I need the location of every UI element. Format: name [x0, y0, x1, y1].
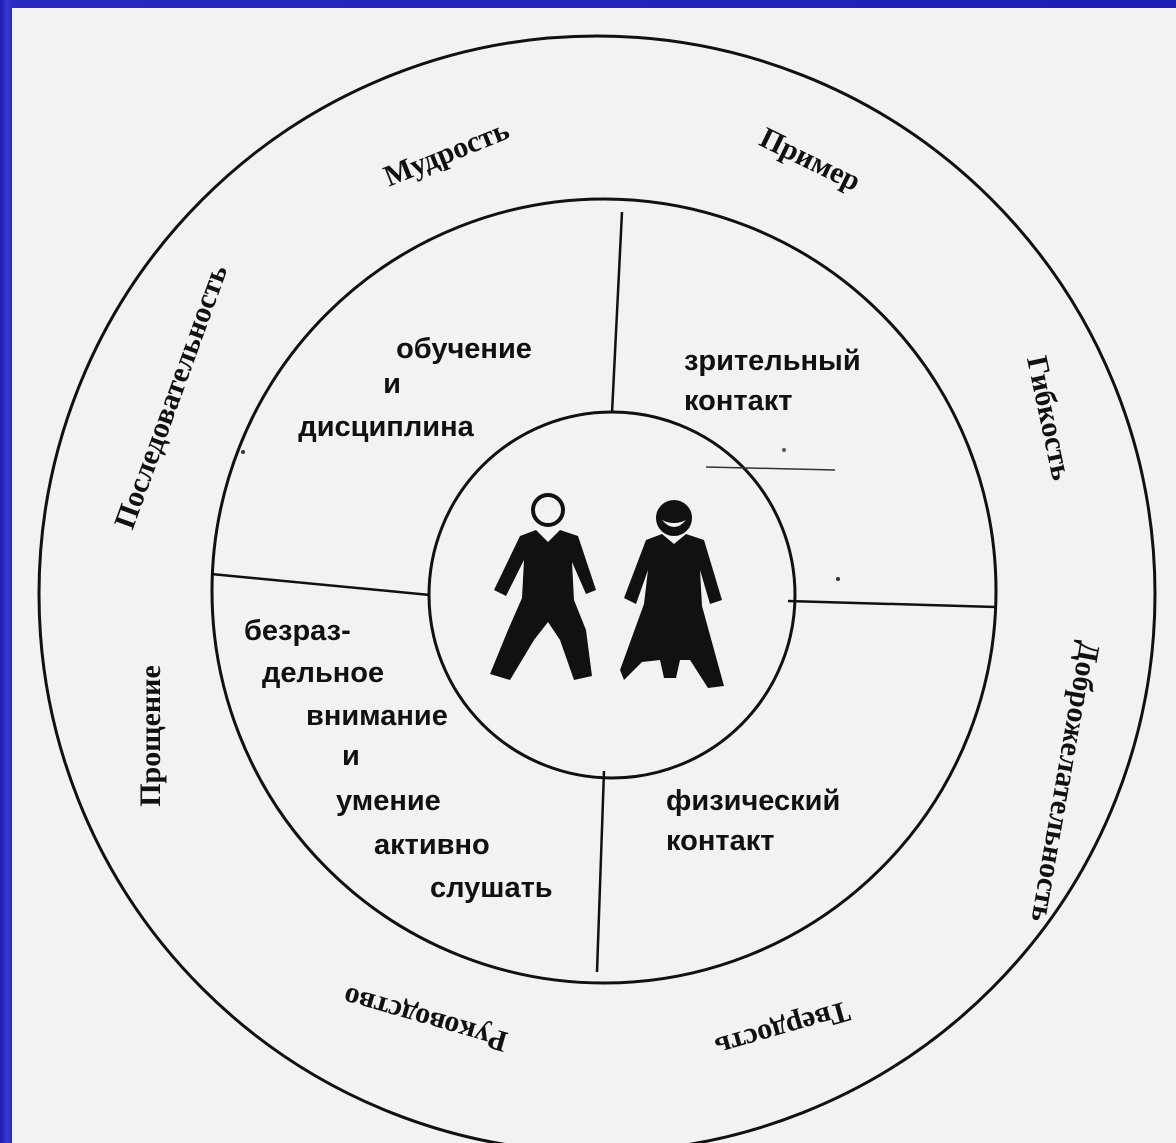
middle-circle [210, 197, 998, 985]
br-line-2: контакт [666, 825, 774, 857]
bl-line-1: безраз- [244, 615, 351, 647]
quadrant-top-right-text: зрительный контакт [684, 345, 861, 417]
girl-head [656, 500, 692, 536]
girl-face [662, 520, 686, 527]
tl-line-3: дисциплина [298, 411, 474, 443]
tr-line-1: зрительный [684, 345, 861, 377]
outer-circle [37, 34, 1157, 1143]
bl-line-3: внимание [306, 700, 448, 732]
tl-line-1: обучение [396, 333, 532, 365]
boy-body [490, 530, 596, 680]
word-gibkost: Гибкость [1020, 353, 1079, 483]
svg-text:Руководство: Руководство [340, 980, 511, 1058]
br-line-1: физический [666, 785, 840, 817]
tr-line-2: контакт [684, 385, 792, 417]
inner-circle [427, 410, 797, 780]
quadrant-bottom-right-text: физический контакт [666, 785, 840, 857]
scan-speck [241, 450, 245, 454]
word-proshchenie: Прощение [134, 665, 167, 807]
word-rukovodstvo: Руководство [340, 980, 511, 1058]
divider-bottom [595, 770, 606, 973]
word-tverdost: Твердость [711, 994, 853, 1064]
scan-speck [782, 448, 786, 452]
outer-ring-words: Мудрость Пример Гибкость Доброжелательно… [108, 113, 1106, 1064]
girl-body [620, 534, 724, 688]
divider-left [210, 572, 431, 597]
bl-line-5: умение [336, 785, 441, 817]
svg-text:Прощение: Прощение [134, 665, 167, 807]
boy-head [531, 493, 565, 527]
stray-mark [705, 466, 836, 471]
word-mudrost: Мудрость [379, 113, 514, 193]
scan-speck [836, 577, 840, 581]
divider-right [787, 599, 997, 609]
parent-child-figures-icon [490, 493, 724, 688]
svg-text:Последовательность: Последовательность [108, 260, 234, 533]
bl-line-6: активно [374, 829, 490, 861]
bl-line-4: и [342, 740, 360, 772]
word-dobrozhelatelnost: Доброжелательность [1024, 639, 1106, 925]
bl-line-7: слушать [430, 872, 553, 904]
svg-text:Твердость: Твердость [711, 994, 853, 1064]
svg-text:Гибкость: Гибкость [1020, 353, 1079, 483]
divider-top [610, 211, 624, 414]
tl-line-2: и [383, 368, 401, 400]
svg-text:Доброжелательность: Доброжелательность [1024, 639, 1106, 925]
svg-text:Пример: Пример [755, 121, 866, 198]
quadrant-top-left-text: обучение и дисциплина [298, 333, 532, 443]
quadrant-bottom-left-text: безраз- дельное внимание и умение активн… [244, 615, 553, 904]
svg-text:Мудрость: Мудрость [379, 113, 514, 193]
word-posledovatelnost: Последовательность [108, 260, 234, 533]
bl-line-2: дельное [262, 657, 384, 689]
word-primer: Пример [755, 121, 866, 198]
